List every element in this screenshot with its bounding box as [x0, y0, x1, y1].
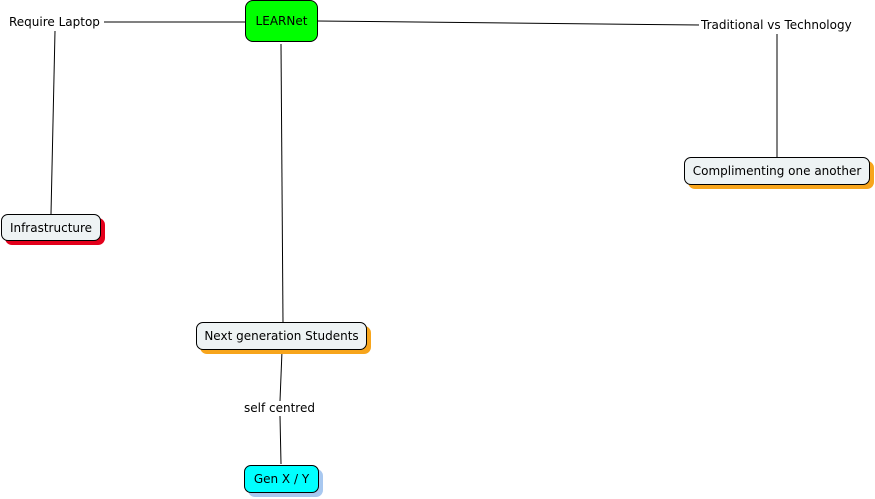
link-next-generation-to-self-centred: [279, 350, 283, 402]
linking-phrase-self-centred: self centred: [242, 401, 317, 416]
concept-next-generation-students[interactable]: Next generation Students: [196, 322, 367, 350]
link-self-centred-to-gen-xy: [279, 415, 282, 465]
concept-gen-xy-label: Gen X / Y: [253, 472, 310, 486]
concept-next-generation-label: Next generation Students: [204, 329, 359, 343]
link-root-to-next-generation: [280, 43, 284, 324]
concept-gen-xy[interactable]: Gen X / Y: [244, 465, 319, 493]
link-require-laptop-to-infrastructure: [50, 30, 56, 215]
linking-phrase-require-laptop: Require Laptop: [7, 15, 102, 30]
concept-complimenting-one-another[interactable]: Complimenting one another: [684, 157, 870, 185]
concept-infrastructure-label: Infrastructure: [9, 220, 93, 235]
link-root-to-traditional-vs-technology: [316, 20, 701, 26]
concept-complimenting-label: Complimenting one another: [692, 164, 862, 178]
root-concept-label: LEARNet: [255, 14, 308, 28]
concept-infrastructure[interactable]: Infrastructure: [1, 214, 101, 241]
linking-phrase-traditional-vs-technology: Traditional vs Technology: [699, 18, 854, 33]
root-concept-learnet[interactable]: LEARNet: [245, 0, 318, 42]
